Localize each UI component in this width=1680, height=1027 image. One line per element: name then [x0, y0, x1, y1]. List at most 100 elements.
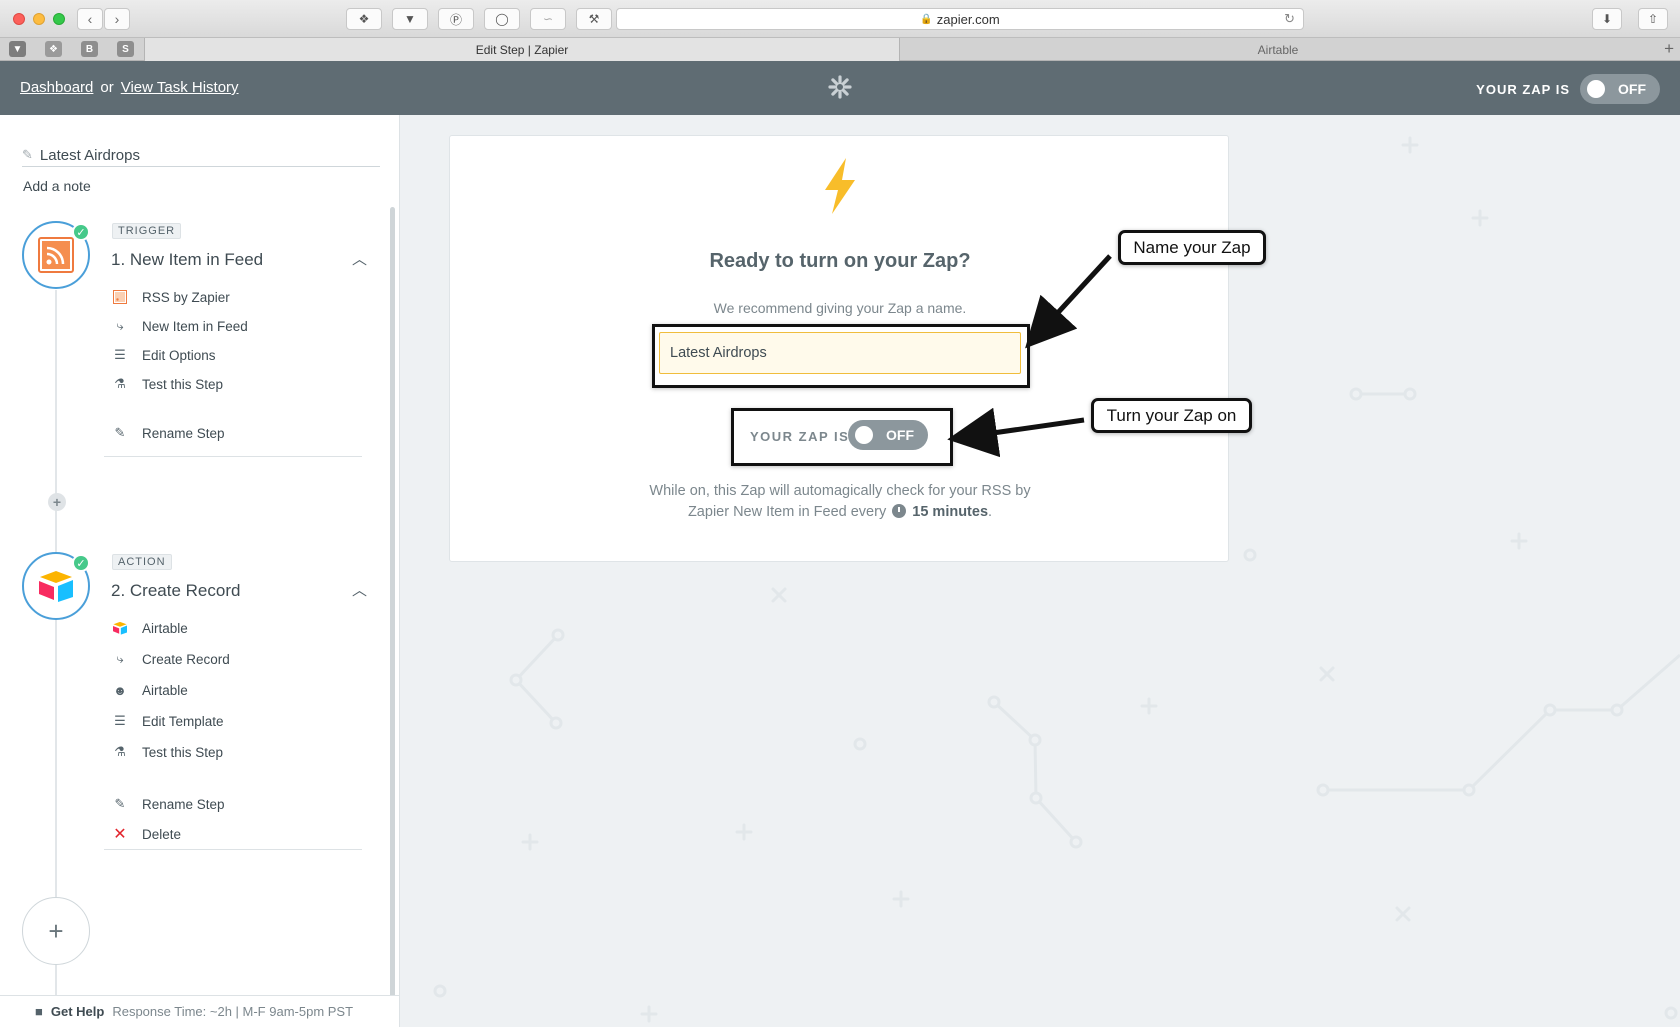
bolt-icon: ⤷ [116, 651, 124, 666]
step-2-test[interactable]: ⚗ Test this Step [112, 742, 223, 762]
rss-icon [112, 290, 128, 304]
sidebar: ✎ Latest Airdrops Add a note ✓ TRIGGER 1… [0, 115, 400, 1027]
opera-button[interactable]: ◯ [484, 8, 520, 30]
divider [104, 456, 362, 457]
sidebar-item-label: Edit Template [142, 713, 224, 729]
sidebar-item-label: RSS by Zapier [142, 289, 230, 305]
pocket-icon: ▼ [404, 12, 416, 26]
reload-icon[interactable]: ↻ [1284, 11, 1295, 26]
step-1-edit-options[interactable]: ☰ Edit Options [112, 345, 215, 365]
zap-toggle-header[interactable]: OFF [1580, 74, 1660, 104]
step-1-tag: TRIGGER [112, 223, 182, 239]
sidebar-item-label: New Item in Feed [142, 318, 248, 334]
step-2-delete[interactable]: ✕ Delete [112, 824, 181, 844]
pocket-button[interactable]: ▼ [392, 8, 428, 30]
back-button[interactable]: ‹ [77, 8, 103, 30]
step-1-icon[interactable] [22, 221, 90, 289]
share-button[interactable]: ⇧ [1638, 8, 1668, 30]
url-text: zapier.com [936, 11, 1000, 27]
step-1-rename[interactable]: ✎ Rename Step [112, 423, 225, 443]
step-2-tag: ACTION [112, 554, 172, 570]
background-pattern [433, 136, 1680, 1023]
tools-extension-button[interactable]: ⚒ [576, 8, 612, 30]
favorite-pocket[interactable]: ▼ [9, 41, 26, 57]
header-or-text: or [100, 79, 114, 96]
pinterest-button[interactable]: Ⓟ [438, 8, 474, 30]
tab-title: Edit Step | Zapier [475, 42, 569, 57]
rss-icon: ∽ [542, 12, 554, 26]
favorite-b[interactable]: B [81, 41, 98, 57]
new-tab-button[interactable]: + [1664, 39, 1674, 59]
rss-extension-button[interactable]: ∽ [530, 8, 566, 30]
plus-icon: + [48, 915, 64, 946]
wrench-icon: ⚒ [588, 12, 600, 26]
chevron-left-icon: ‹ [87, 11, 93, 27]
forward-button[interactable]: › [104, 8, 130, 30]
zap-name-field[interactable]: ✎ Latest Airdrops [22, 144, 380, 167]
sidebar-item-label: Rename Step [142, 425, 225, 441]
share-icon: ⇧ [1647, 12, 1659, 26]
zap-toggle[interactable]: OFF [848, 420, 928, 450]
name-highlight-box [652, 324, 1030, 388]
minimize-window-button[interactable] [33, 13, 45, 25]
pinterest-icon: Ⓟ [449, 12, 462, 27]
favorite-s[interactable]: S [117, 41, 134, 57]
step-2-edit-template[interactable]: ☰ Edit Template [112, 711, 224, 731]
step-1-app[interactable]: RSS by Zapier [112, 287, 230, 307]
tab-edit-step[interactable]: Edit Step | Zapier [144, 38, 900, 61]
pencil-icon: ✎ [114, 796, 126, 811]
card-description: While on, this Zap will automagically ch… [630, 481, 1050, 523]
sidebar-footer: ■ Get Help Response Time: ~2h | M-F 9am-… [0, 995, 399, 1027]
tab-airtable[interactable]: Airtable [900, 38, 1656, 61]
dashboard-link[interactable]: Dashboard [20, 79, 94, 96]
step-1-title[interactable]: 1. New Item in Feed [111, 250, 264, 269]
callout-turn-on: Turn your Zap on [1091, 398, 1252, 433]
downloads-button[interactable]: ⬇ [1592, 8, 1622, 30]
close-window-button[interactable] [13, 13, 25, 25]
download-icon: ⬇ [1601, 12, 1613, 26]
puzzle-icon: ❖ [358, 12, 370, 26]
user-icon: ☻ [113, 682, 127, 698]
get-help-link[interactable]: Get Help [50, 1004, 105, 1019]
step-connector-line [55, 290, 57, 1020]
favorite-bird[interactable]: ❖ [45, 41, 62, 57]
step-2-event[interactable]: ⤷ Create Record [112, 649, 229, 669]
step-2-rename[interactable]: ✎ Rename Step [112, 794, 225, 814]
step-1-test[interactable]: ⚗ Test this Step [112, 374, 223, 394]
address-bar[interactable]: 🔒 zapier.com ↻ [616, 8, 1304, 30]
chevron-up-icon[interactable]: ︿ [352, 251, 368, 268]
extension-button-1[interactable]: ❖ [346, 8, 382, 30]
zoom-window-button[interactable] [53, 13, 65, 25]
desc-suffix: . [988, 504, 993, 520]
task-history-link[interactable]: View Task History [120, 79, 239, 96]
bolt-icon [825, 158, 855, 214]
chevron-up-icon[interactable]: ︿ [352, 582, 368, 599]
flask-icon: ⚗ [114, 744, 126, 759]
lines-icon: ☰ [114, 713, 126, 728]
zap-name-input[interactable] [659, 332, 1021, 374]
step-2-app[interactable]: Airtable [112, 618, 188, 638]
sidebar-item-label: Test this Step [142, 744, 224, 760]
lines-icon: ☰ [114, 347, 126, 362]
zap-status-label: YOUR ZAP IS [750, 429, 850, 444]
step-2-icon[interactable] [22, 552, 90, 620]
insert-step-button[interactable]: + [48, 493, 66, 511]
step-1-event[interactable]: ⤷ New Item in Feed [112, 316, 248, 336]
zapier-asterisk-icon[interactable] [828, 75, 852, 99]
add-step-button[interactable]: + [22, 897, 90, 965]
toggle-knob [1587, 80, 1605, 98]
tab-bar: ▼ ❖ B S Edit Step | Zapier Airtable + [0, 38, 1680, 61]
toggle-knob [855, 426, 873, 444]
step-2-account[interactable]: ☻ Airtable [112, 680, 188, 700]
check-icon: ✓ [72, 554, 90, 572]
lock-icon: 🔒 [920, 13, 933, 25]
zap-name-text: Latest Airdrops [39, 146, 140, 164]
toggle-label: OFF [1618, 81, 1646, 97]
pencil-icon: ✎ [114, 425, 126, 440]
step-2-title[interactable]: 2. Create Record [111, 581, 241, 600]
browser-toolbar: ‹ › ❖ ▼ Ⓟ ◯ ∽ ⚒ 🔒 zapier.com ↻ ⬇ ⇧ [0, 0, 1680, 38]
add-note-link[interactable]: Add a note [23, 178, 91, 194]
chevron-right-icon: › [114, 11, 120, 27]
sidebar-scrollbar[interactable] [390, 207, 395, 1027]
pencil-icon: ✎ [22, 147, 33, 162]
